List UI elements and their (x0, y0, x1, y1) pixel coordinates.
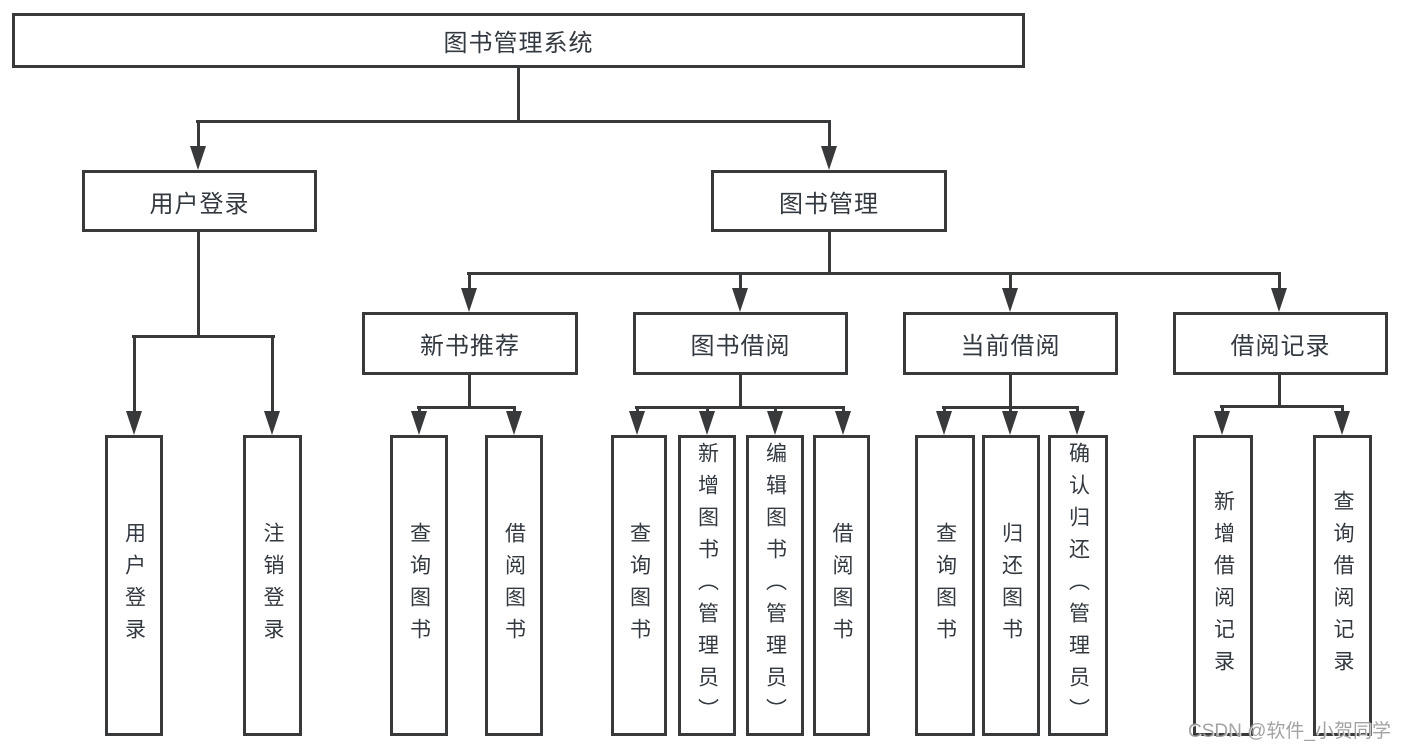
arrowhead-to-leaf-login-icon (126, 411, 142, 435)
arrowhead-bb-leaf3-icon (767, 411, 783, 435)
leaf-cb-query-books: 查询图书 (915, 435, 975, 736)
arrowhead-to-book-borrow-icon (732, 288, 748, 312)
leaf-nbr-borrow-books-label: 借阅图书 (502, 521, 526, 650)
leaf-bb-edit-book-admin-label: 编辑图书（管理员） (763, 441, 787, 730)
leaf-nbr-borrow-books: 借阅图书 (485, 435, 543, 736)
node-root: 图书管理系统 (12, 13, 1025, 68)
arrow-nbr-leaf1-stem (418, 406, 421, 414)
leaf-cb-return-book-label: 归还图书 (999, 521, 1023, 650)
arrowhead-nbr-leaf2-icon (506, 411, 522, 435)
arrow-nbr-leaf2-stem (513, 406, 516, 414)
arrow-bb-leaf1-stem (636, 406, 639, 414)
edge-borrow-records-branch (1220, 405, 1344, 408)
leaf-bb-edit-book-admin: 编辑图书（管理员） (746, 435, 804, 736)
arrowhead-nbr-leaf1-icon (411, 411, 427, 435)
leaf-br-add-borrow-record: 新增借阅记录 (1193, 435, 1253, 736)
arrow-bb-leaf2-stem (706, 406, 709, 414)
arrowhead-br-leaf1-icon (1214, 411, 1230, 435)
leaf-br-add-borrow-record-label: 新增借阅记录 (1211, 489, 1235, 682)
arrowhead-to-current-borrow-icon (1002, 288, 1018, 312)
leaf-bb-borrow-books-label: 借阅图书 (830, 521, 853, 650)
arrowhead-br-leaf2-icon (1334, 411, 1350, 435)
leaf-cb-confirm-return-admin-label: 确认归还（管理员） (1066, 441, 1090, 730)
edge-book-management-trunk (828, 230, 831, 274)
leaf-nbr-query-books-label: 查询图书 (407, 521, 431, 650)
node-book-management: 图书管理 (711, 170, 947, 232)
leaf-bb-borrow-books: 借阅图书 (813, 435, 870, 736)
arrow-to-leaf-login-stem (133, 335, 136, 413)
node-user-login: 用户登录 (82, 170, 317, 232)
edge-new-book-recommend-branch (417, 406, 516, 409)
leaf-user-login-label: 用户登录 (122, 521, 146, 650)
node-book-borrow: 图书借阅 (633, 312, 848, 375)
node-book-borrow-label: 图书借阅 (690, 333, 791, 360)
node-new-book-recommend: 新书推荐 (362, 312, 578, 375)
arrowhead-to-new-book-recommend-icon (461, 288, 477, 312)
arrow-cb-leaf1-stem (943, 406, 946, 414)
arrow-cb-leaf2-stem (1009, 406, 1012, 414)
arrow-to-borrow-records-stem (1278, 272, 1281, 290)
arrowhead-to-leaf-logout-icon (264, 411, 280, 435)
edge-user-login-branch (132, 335, 275, 338)
arrow-to-new-book-recommend-stem (468, 272, 471, 290)
edge-new-book-recommend-trunk (468, 373, 471, 409)
node-book-management-label: 图书管理 (779, 190, 879, 218)
csdn-watermark: CSDN @软件_小贺同学 (1188, 721, 1391, 742)
leaf-br-query-borrow-record: 查询借阅记录 (1313, 435, 1372, 736)
leaf-cb-query-books-label: 查询图书 (933, 521, 957, 650)
node-current-borrow: 当前借阅 (903, 312, 1118, 375)
edge-level1-branch (196, 120, 831, 123)
edge-user-login-trunk (197, 230, 200, 337)
arrow-to-leaf-logout-stem (271, 335, 274, 413)
leaf-bb-add-book-admin-label: 新增图书（管理员） (695, 441, 719, 730)
leaf-bb-query-books: 查询图书 (611, 435, 667, 736)
arrowhead-bb-leaf1-icon (629, 411, 645, 435)
arrow-to-book-management-stem (828, 120, 831, 150)
arrowhead-bb-leaf4-icon (835, 411, 851, 435)
edge-borrow-records-trunk (1278, 373, 1281, 408)
node-borrow-records: 借阅记录 (1173, 312, 1388, 375)
arrowhead-to-borrow-records-icon (1271, 288, 1287, 312)
leaf-bb-query-books-label: 查询图书 (627, 521, 651, 650)
edge-root-trunk (517, 66, 520, 122)
arrow-to-current-borrow-stem (1009, 272, 1012, 290)
leaf-cb-return-book: 归还图书 (982, 435, 1040, 736)
leaf-bb-add-book-admin: 新增图书（管理员） (678, 435, 736, 736)
arrowhead-to-user-login-icon (190, 146, 206, 170)
node-borrow-records-label: 借阅记录 (1230, 333, 1331, 360)
edge-level2-branch (467, 272, 1281, 275)
arrow-br-leaf1-stem (1221, 405, 1224, 414)
leaf-logout-label: 注销登录 (261, 521, 284, 650)
arrowhead-cb-leaf1-icon (936, 411, 952, 435)
arrowhead-cb-leaf3-icon (1069, 411, 1085, 435)
arrow-br-leaf2-stem (1341, 405, 1344, 414)
arrowhead-cb-leaf2-icon (1002, 411, 1018, 435)
arrow-to-user-login-stem (197, 120, 200, 150)
node-new-book-recommend-label: 新书推荐 (420, 333, 520, 360)
leaf-logout: 注销登录 (243, 435, 302, 736)
edge-book-borrow-branch (635, 406, 845, 409)
leaf-cb-confirm-return-admin: 确认归还（管理员） (1048, 435, 1108, 736)
arrowhead-to-book-management-icon (821, 146, 837, 170)
arrow-to-book-borrow-stem (739, 272, 742, 290)
arrow-bb-leaf4-stem (842, 406, 845, 414)
edge-book-borrow-trunk (739, 373, 742, 409)
edge-current-borrow-trunk (1009, 373, 1012, 409)
leaf-user-login: 用户登录 (105, 435, 163, 736)
leaf-br-query-borrow-record-label: 查询借阅记录 (1331, 489, 1354, 682)
arrowhead-bb-leaf2-icon (699, 411, 715, 435)
node-current-borrow-label: 当前借阅 (960, 333, 1061, 360)
arrow-bb-leaf3-stem (774, 406, 777, 414)
node-root-label: 图书管理系统 (443, 30, 594, 57)
node-user-login-label: 用户登录 (149, 190, 250, 218)
arrow-cb-leaf3-stem (1076, 406, 1079, 414)
leaf-nbr-query-books: 查询图书 (390, 435, 448, 736)
